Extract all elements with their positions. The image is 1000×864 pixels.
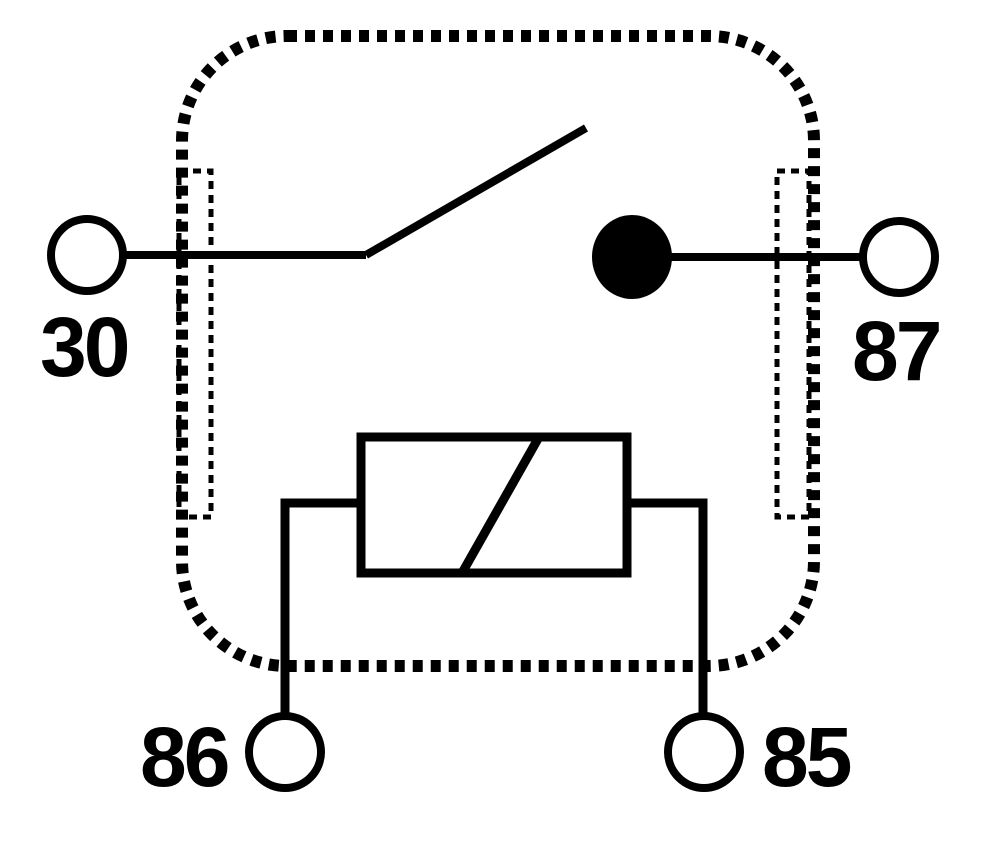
switch-arm bbox=[364, 124, 588, 259]
relay-housing-outline bbox=[176, 30, 820, 672]
coil-slash bbox=[458, 434, 543, 576]
coil bbox=[356, 432, 632, 578]
coil-lead-85 bbox=[627, 498, 708, 716]
terminal-85 bbox=[664, 712, 744, 792]
coil-lead-86 bbox=[280, 498, 361, 716]
label-87: 87 bbox=[852, 304, 940, 398]
terminal-30 bbox=[47, 215, 127, 295]
terminal-86 bbox=[245, 712, 325, 792]
terminal-87 bbox=[859, 217, 939, 297]
label-86: 86 bbox=[140, 710, 228, 804]
label-30: 30 bbox=[40, 300, 128, 394]
label-85: 85 bbox=[762, 710, 851, 804]
right-pin-guide bbox=[774, 168, 812, 520]
left-pin-guide bbox=[176, 168, 214, 520]
